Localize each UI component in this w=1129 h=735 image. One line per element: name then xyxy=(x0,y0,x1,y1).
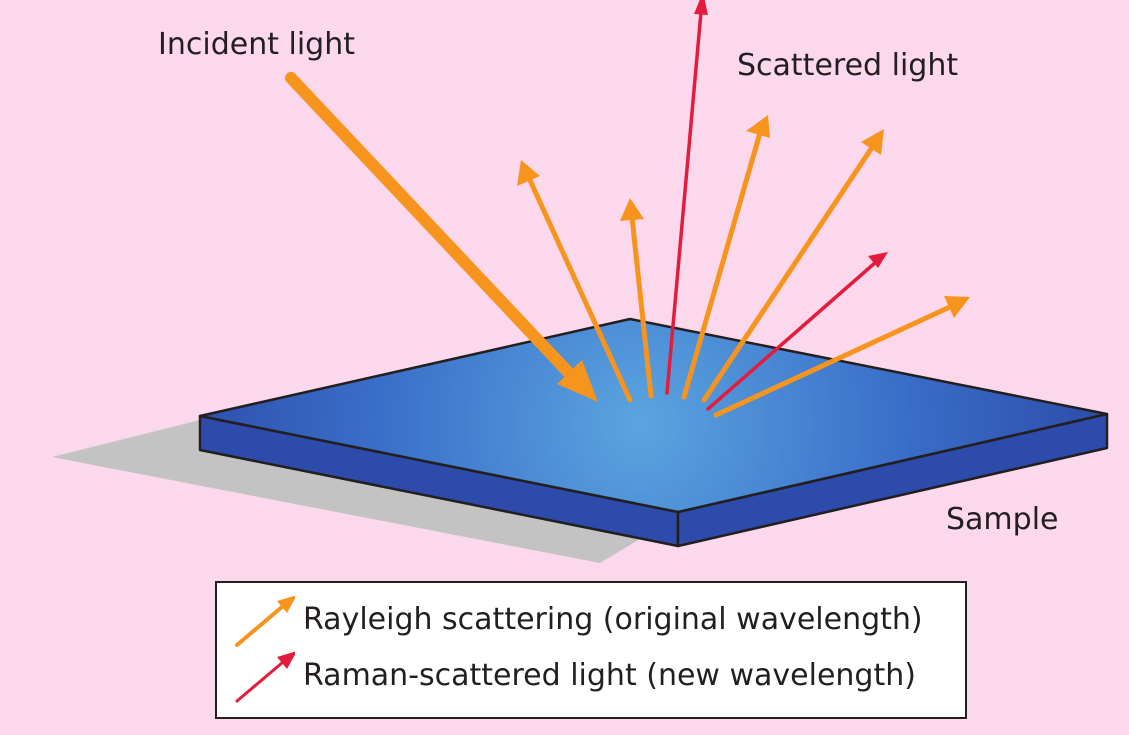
rayleigh-arrow xyxy=(681,115,770,400)
raman-arrow-icon xyxy=(235,651,295,703)
rayleigh-arrow xyxy=(701,129,884,403)
sample-shadow xyxy=(52,420,680,563)
legend: Rayleigh scattering (original wavelength… xyxy=(215,581,967,719)
rayleigh-arrow xyxy=(517,160,633,403)
legend-label-raman: Raman-scattered light (new wavelength) xyxy=(303,658,916,693)
raman-arrow xyxy=(706,252,888,411)
raman-arrow xyxy=(665,0,708,395)
rayleigh-arrow xyxy=(620,198,654,399)
rayleigh-arrow xyxy=(713,296,970,418)
incident-light-label: Incident light xyxy=(158,27,355,62)
scattered-light-label: Scattered light xyxy=(737,48,959,83)
sample-label: Sample xyxy=(946,502,1059,537)
legend-label-rayleigh: Rayleigh scattering (original wavelength… xyxy=(303,602,923,637)
legend-item-raman: Raman-scattered light (new wavelength) xyxy=(231,649,951,705)
sample-top-face xyxy=(198,317,1109,514)
rayleigh-arrow-icon xyxy=(235,595,295,647)
incident-light-arrowhead xyxy=(557,360,598,402)
legend-item-rayleigh: Rayleigh scattering (original wavelength… xyxy=(231,593,951,649)
incident-light-beam xyxy=(285,72,574,378)
